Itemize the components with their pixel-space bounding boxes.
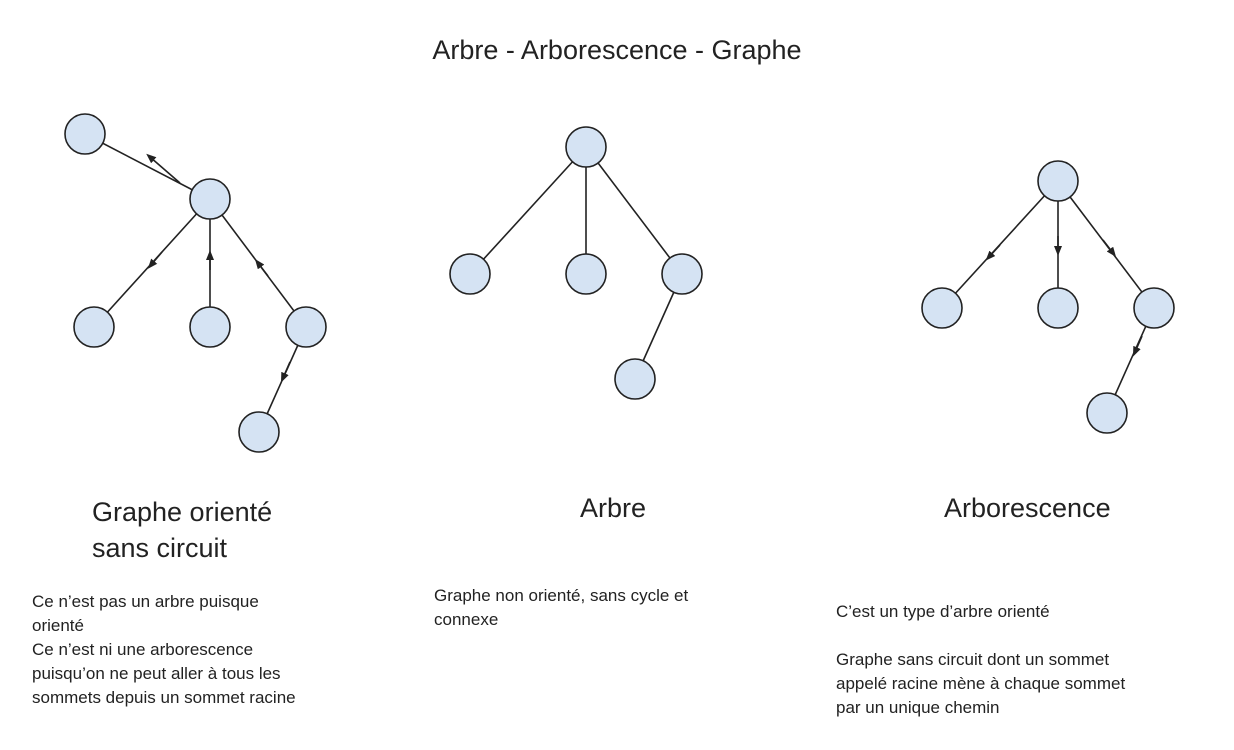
dag-desc-line-2: orienté xyxy=(32,616,84,635)
dag-desc-line-5: sommets depuis un sommet racine xyxy=(32,688,296,707)
dag-caption-line-2: sans circuit xyxy=(92,533,228,563)
tree-node-mid xyxy=(565,253,607,295)
arbo-edge-root-left xyxy=(941,180,1059,309)
dag-caption: Graphe orienté sans circuit xyxy=(92,494,272,566)
arborescence-arrows xyxy=(985,236,1143,357)
tree-edge-root-left xyxy=(469,146,587,275)
arbo-arrow-4 xyxy=(1132,335,1143,357)
arbo-desc-line-4: appelé racine mène à chaque sommet xyxy=(836,674,1126,693)
dag-edge-center-to-topleft xyxy=(84,133,211,200)
tree-node-bottom xyxy=(614,358,656,400)
dag-arrow-2 xyxy=(147,251,163,269)
tree-description: Graphe non orienté, sans cycle et connex… xyxy=(434,584,688,632)
arbo-node-bottom xyxy=(1086,392,1128,434)
arbo-node-root xyxy=(1037,160,1079,202)
dag-caption-line-1: Graphe orienté xyxy=(92,497,273,527)
dag-node-bottom xyxy=(238,411,280,453)
arborescence-graph xyxy=(921,160,1175,434)
tree-desc-line-1: Graphe non orienté, sans cycle et xyxy=(434,586,689,605)
tree-node-left xyxy=(449,253,491,295)
tree-nodes xyxy=(449,126,703,400)
arborescence-caption-line-1: Arborescence xyxy=(944,493,1111,523)
dag-graph xyxy=(64,113,327,453)
tree-graph xyxy=(449,126,703,400)
dag-arrow-4 xyxy=(254,259,269,277)
dag-node-left xyxy=(73,306,115,348)
arbo-arrow-1 xyxy=(985,244,1001,261)
arbo-desc-spacer xyxy=(836,624,1125,648)
tree-node-right xyxy=(661,253,703,295)
arborescence-caption: Arborescence xyxy=(944,490,1111,526)
tree-desc-line-2: connexe xyxy=(434,610,499,629)
arbo-node-left xyxy=(921,287,963,329)
dag-node-right xyxy=(285,306,327,348)
tree-caption-line-1: Arbre xyxy=(580,493,647,523)
tree-edge-root-right xyxy=(585,146,683,275)
dag-desc-line-3: Ce n’est ni une arborescence xyxy=(32,640,254,659)
arbo-node-right xyxy=(1133,287,1175,329)
dag-node-center xyxy=(189,178,231,220)
dag-nodes xyxy=(64,113,327,453)
arborescence-nodes xyxy=(921,160,1175,434)
arbo-desc-line-5: par un unique chemin xyxy=(836,698,1000,717)
dag-edges xyxy=(84,133,307,433)
dag-arrows xyxy=(146,153,291,383)
dag-desc-line-1: Ce n’est pas un arbre puisque xyxy=(32,592,259,611)
dag-arrow-1 xyxy=(146,153,181,184)
dag-desc-line-4: puisqu’on ne peut aller à tous les xyxy=(32,664,281,683)
arbo-node-mid xyxy=(1037,287,1079,329)
arbo-desc-line-1: C’est un type d’arbre orienté xyxy=(836,602,1050,621)
dag-node-mid xyxy=(189,306,231,348)
page-title: Arbre - Arborescence - Graphe xyxy=(432,35,802,65)
arborescence-description: C’est un type d’arbre orienté Graphe san… xyxy=(836,600,1125,720)
arbo-desc-line-3: Graphe sans circuit dont un sommet xyxy=(836,650,1110,669)
dag-description: Ce n’est pas un arbre puisque orienté Ce… xyxy=(32,590,296,710)
dag-node-topleft xyxy=(64,113,106,155)
dag-arrow-5 xyxy=(280,361,291,383)
arbo-arrow-3 xyxy=(1102,239,1117,257)
tree-node-root xyxy=(565,126,607,168)
tree-caption: Arbre xyxy=(580,490,646,526)
